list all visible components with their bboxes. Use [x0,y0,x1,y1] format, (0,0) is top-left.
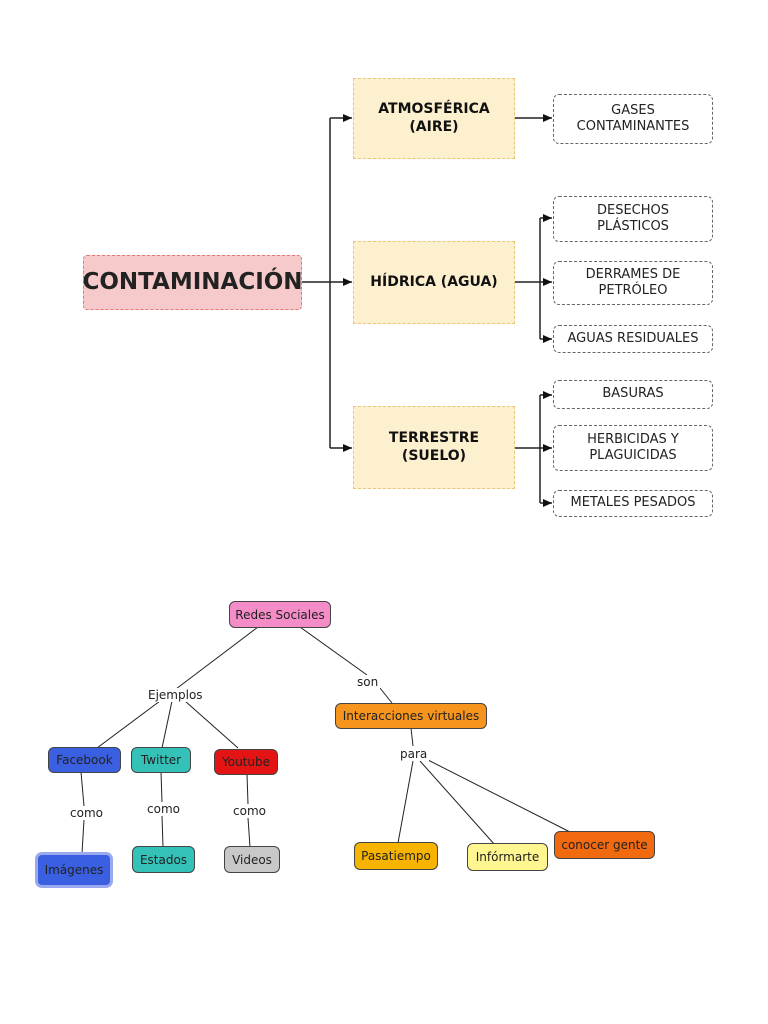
node-interacciones-virtuales: Interacciones virtuales [335,703,487,729]
leaf-basuras: BASURAS [553,380,713,409]
node-facebook: Facebook [48,747,121,773]
node-informarte: Infórmarte [467,843,548,871]
node-twitter: Twitter [131,747,191,773]
link-como-facebook: como [68,806,105,820]
node-conocer-gente: conocer gente [554,831,655,859]
node-videos: Videos [224,846,280,873]
link-como-youtube: como [231,804,268,818]
category-atmosferica: ATMOSFÉRICA (AIRE) [353,78,515,159]
node-youtube: Youtube [214,749,278,775]
leaf-gases-contaminantes: GASES CONTAMINANTES [553,94,713,144]
leaf-derrames-petroleo: DERRAMES DE PETRÓLEO [553,261,713,305]
node-estados: Estados [132,846,195,873]
leaf-aguas-residuales: AGUAS RESIDUALES [553,325,713,353]
leaf-desechos-plasticos: DESECHOS PLÁSTICOS [553,196,713,242]
link-son: son [355,675,381,689]
node-pasatiempo: Pasatiempo [354,842,438,870]
root-node-contaminacion: CONTAMINACIÓN [82,255,303,310]
leaf-herbicidas-plaguicidas: HERBICIDAS Y PLAGUICIDAS [553,425,713,471]
link-ejemplos: Ejemplos [146,688,205,702]
link-para: para [398,747,430,761]
node-redes-sociales: Redes Sociales [229,601,331,628]
node-imagenes: Imágenes [35,852,113,888]
category-terrestre: TERRESTRE (SUELO) [353,406,515,489]
leaf-metales-pesados: METALES PESADOS [553,490,713,517]
link-como-twitter: como [145,802,182,816]
category-hidrica: HÍDRICA (AGUA) [353,241,515,324]
